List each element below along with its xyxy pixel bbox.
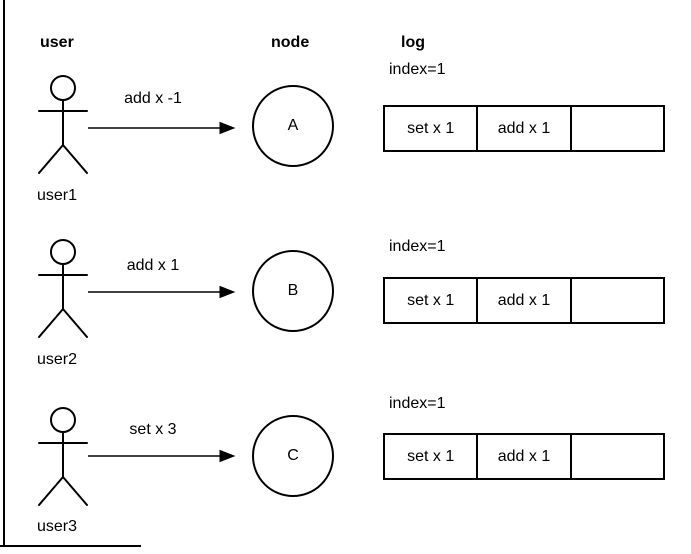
node-label: B [287, 282, 299, 299]
log-cell [572, 279, 663, 322]
node-circle: B [252, 250, 334, 332]
message-label: add x 1 [126, 257, 180, 274]
log-table: set x 1 add x 1 [383, 277, 665, 324]
log-cell: set x 1 [385, 435, 479, 478]
user-actor-icon [38, 407, 88, 506]
user-label: user2 [37, 351, 78, 368]
log-table: set x 1 add x 1 [383, 105, 665, 152]
log-cell: set x 1 [385, 279, 479, 322]
node-label: A [287, 117, 299, 134]
log-index-label: index=1 [389, 238, 446, 255]
log-cell [572, 107, 663, 150]
log-index-label: index=1 [389, 395, 446, 412]
user-actor-icon [38, 75, 88, 174]
column-header-log: log [401, 34, 425, 51]
log-index-label: index=1 [389, 61, 446, 78]
log-cell [572, 435, 663, 478]
node-circle: A [252, 85, 334, 167]
page-border-bottom [0, 545, 141, 547]
column-header-user: user [40, 34, 74, 51]
log-table: set x 1 add x 1 [383, 433, 665, 480]
message-label: add x -1 [124, 90, 182, 107]
arrow-right-icon [88, 285, 236, 299]
log-cell: add x 1 [478, 435, 572, 478]
arrow-right-icon [88, 121, 236, 135]
message-label: set x 3 [129, 421, 177, 438]
log-cell: add x 1 [478, 107, 572, 150]
user-actor-icon [38, 239, 88, 338]
page-border-left [3, 0, 5, 546]
user-label: user3 [37, 518, 78, 535]
column-header-node: node [271, 34, 310, 51]
arrow-right-icon [88, 449, 236, 463]
log-cell: add x 1 [478, 279, 572, 322]
node-circle: C [252, 415, 334, 497]
node-label: C [287, 447, 299, 464]
user-label: user1 [37, 187, 78, 204]
log-cell: set x 1 [385, 107, 479, 150]
